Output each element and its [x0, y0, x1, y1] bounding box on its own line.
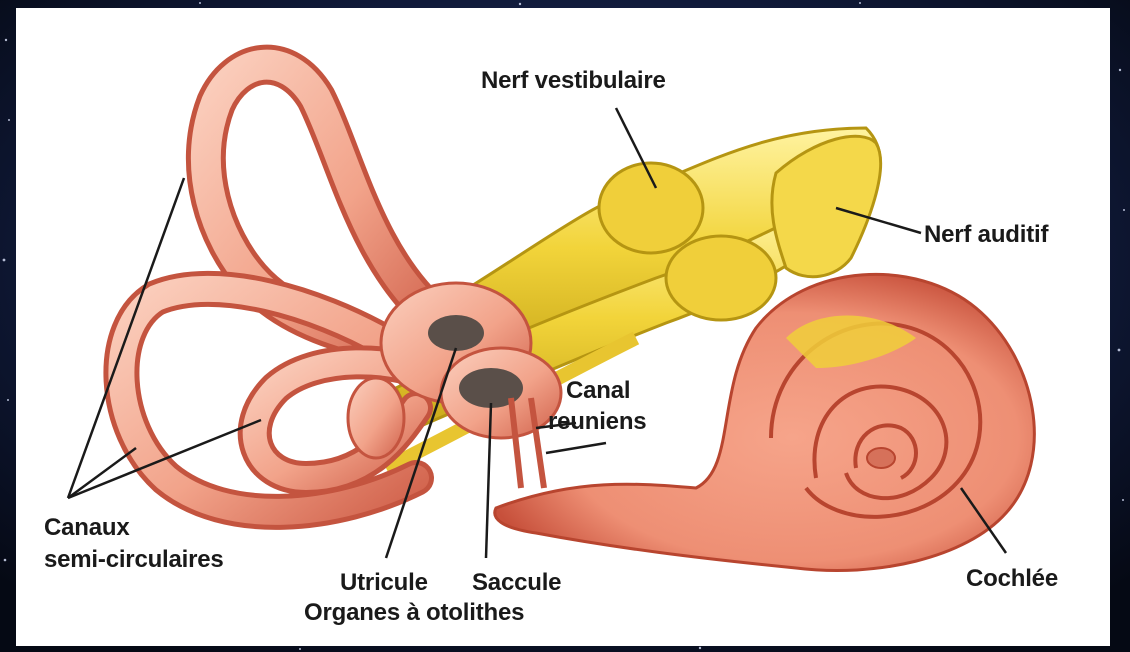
label-canaux-line1: Canaux: [44, 513, 130, 542]
diagram-panel: Nerf vestibulaire Nerf auditif Canal reu…: [16, 8, 1110, 646]
label-saccule: Saccule: [472, 568, 561, 597]
label-organes-otolithes: Organes à otolithes: [304, 598, 524, 627]
label-cochlee: Cochlée: [966, 564, 1058, 593]
label-nerf-auditif: Nerf auditif: [924, 220, 1048, 249]
utricle-otolith-mark: [428, 315, 484, 351]
label-canaux-line2: semi-circulaires: [44, 545, 224, 574]
label-canal-reuniens-line2: reuniens: [548, 407, 646, 436]
label-utricule: Utricule: [340, 568, 428, 597]
label-canal-reuniens-line1: Canal: [566, 376, 630, 405]
label-nerf-vestibulaire: Nerf vestibulaire: [481, 66, 666, 95]
